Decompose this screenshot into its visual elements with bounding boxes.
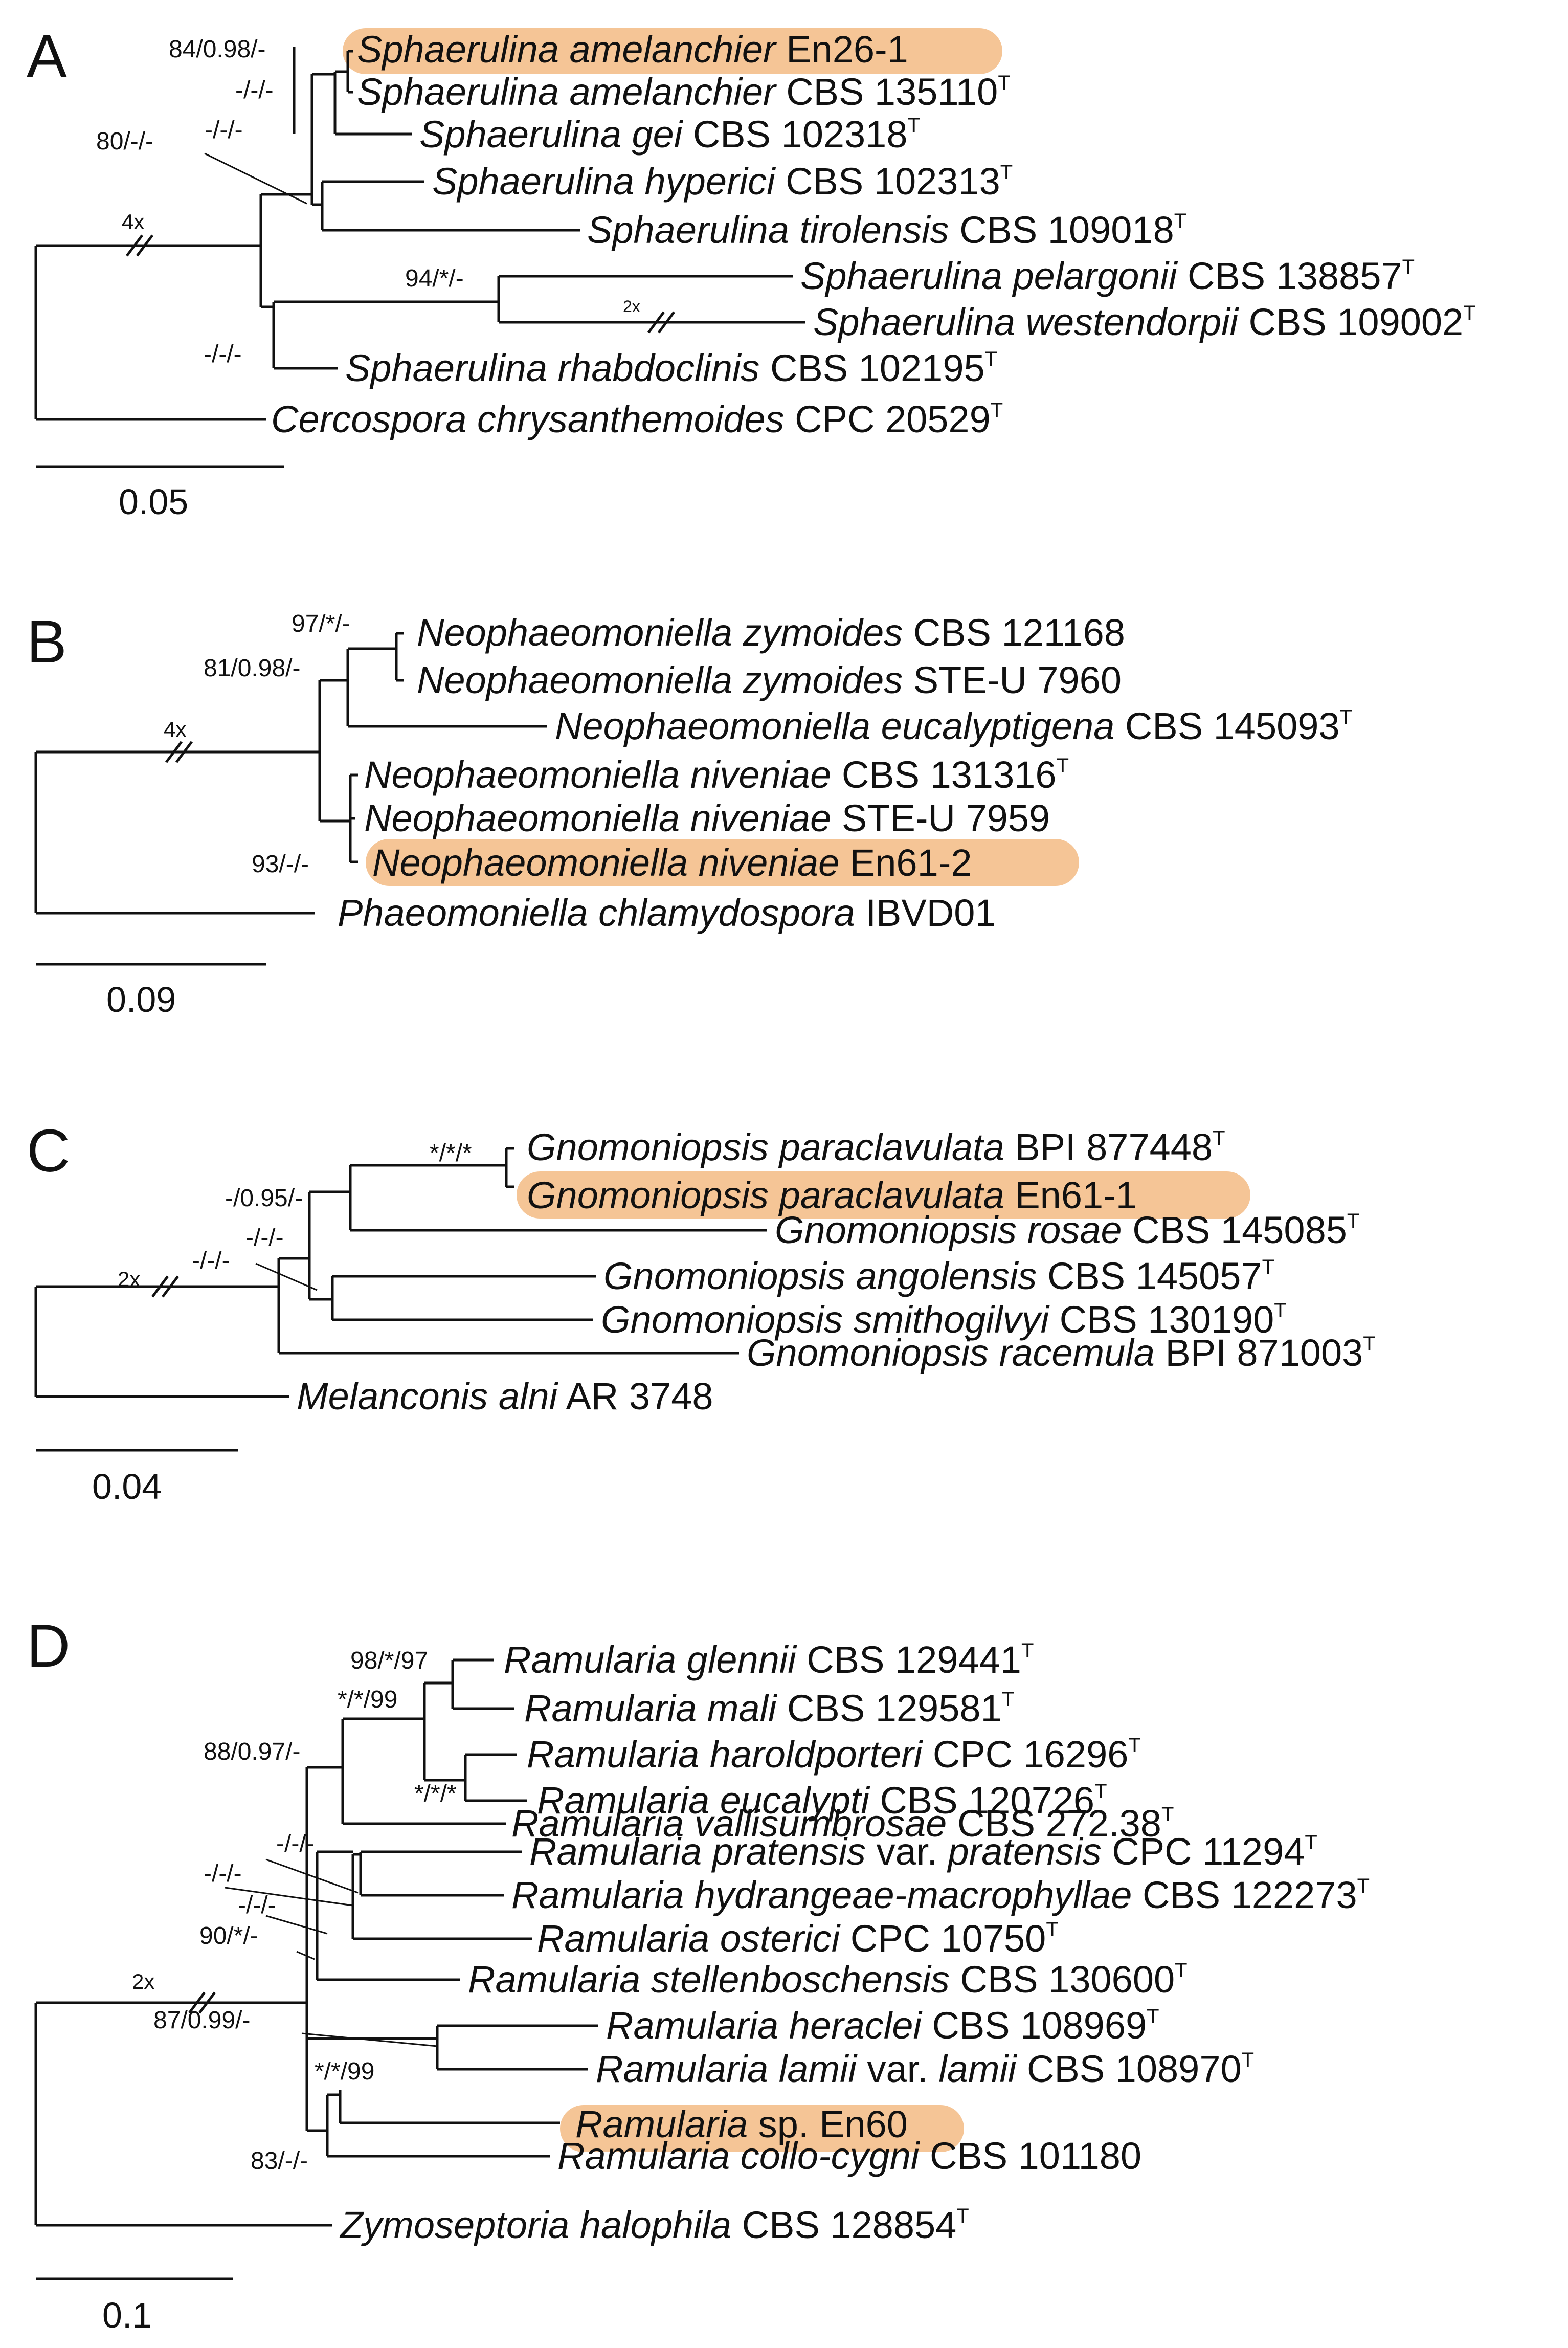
taxon-label: Ramularia pratensis var. pratensis CPC 1… <box>529 1830 1317 1873</box>
support-value: -/-/- <box>204 1860 242 1887</box>
taxon-label: Ramularia haroldporteri CPC 16296T <box>527 1733 1141 1776</box>
support-value: 84/0.98/- <box>169 36 265 63</box>
panel-c: C * <box>27 1117 1376 1507</box>
highlight-box <box>517 1171 1250 1219</box>
support-value: -/-/- <box>245 1224 284 1251</box>
taxon-label: Ramularia eucalypti CBS 120726T <box>537 1779 1107 1822</box>
taxon-label: Ramularia lamii var. lamii CBS 108970T <box>596 2048 1254 2090</box>
taxon-label: Phaeomoniella chlamydospora IBVD01 <box>338 892 996 934</box>
support-value: */*/99 <box>315 2058 374 2085</box>
taxon-label: Ramularia heraclei CBS 108969T <box>606 2004 1159 2047</box>
taxon-label: Neophaeomoniella zymoides STE-U 7960 <box>417 659 1122 701</box>
taxon-label: Sphaerulina westendorpii CBS 109002T <box>813 301 1476 343</box>
taxon-label: Zymoseptoria halophila CBS 128854T <box>339 2204 969 2246</box>
taxon-label: Neophaeomoniella eucalyptigena CBS 14509… <box>555 705 1352 747</box>
panel-letter: B <box>27 608 67 676</box>
panel-letter: D <box>27 1612 70 1680</box>
taxon-label: Gnomoniopsis rosae CBS 145085T <box>775 1209 1359 1251</box>
tree-branches <box>34 632 547 915</box>
support-value: -/-/- <box>238 1892 276 1919</box>
taxon-label: Neophaeomoniella niveniae En61-2 <box>372 841 972 884</box>
panel-letter: C <box>27 1117 70 1185</box>
panel-d: D <box>27 1612 1370 2335</box>
taxon-label: Neophaeomoniella niveniae STE-U 7959 <box>364 797 1050 839</box>
taxon-label: Gnomoniopsis smithogilvyi CBS 130190T <box>601 1298 1287 1341</box>
taxon-label: Sphaerulina amelanchier En26-1 <box>357 28 908 71</box>
taxon-label: Ramularia collo-cygni CBS 101180 <box>557 2135 1141 2177</box>
support-value: -/-/- <box>205 117 243 144</box>
taxon-label: Ramularia vallisumbrosae CBS 272.38T <box>511 1802 1174 1845</box>
highlight-box <box>560 2105 964 2152</box>
panel-a: A <box>27 23 1476 522</box>
branch-break-label: 2x <box>623 297 640 316</box>
scale-label: 0.1 <box>102 2295 152 2335</box>
support-value: 87/0.99/- <box>153 2007 250 2034</box>
support-value: 81/0.98/- <box>204 655 300 682</box>
support-value: 88/0.97/- <box>204 1738 300 1765</box>
branch-break-label: 2x <box>132 1969 154 1993</box>
support-value: -/-/- <box>192 1247 230 1274</box>
support-value: 80/-/- <box>96 128 153 155</box>
scale-label: 0.04 <box>92 1467 162 1507</box>
support-value: 98/*/97 <box>350 1647 428 1674</box>
taxon-label: Ramularia stellenboschensis CBS 130600T <box>468 1958 1188 2001</box>
taxon-label: Sphaerulina rhabdoclinis CBS 102195T <box>345 347 997 389</box>
highlight-box <box>366 839 1079 886</box>
branch-break-label: 2x <box>118 1267 140 1291</box>
support-value: 97/*/- <box>292 610 350 637</box>
highlight-box <box>343 28 1002 74</box>
taxon-label: Sphaerulina amelanchier CBS 135110T <box>357 71 1011 113</box>
scale-label: 0.05 <box>119 482 188 522</box>
support-value: 94/*/- <box>405 265 464 292</box>
taxon-label: Sphaerulina hyperici CBS 102313T <box>432 160 1013 203</box>
panel-b: B 97/*/- 81/0.98/- 93/- <box>27 608 1352 1020</box>
support-value: 90/*/- <box>199 1922 258 1950</box>
support-value: 83/-/- <box>251 2147 308 2175</box>
branch-break-label: 4x <box>164 717 186 741</box>
taxon-label: Sphaerulina pelargonii CBS 138857T <box>800 255 1415 297</box>
tree-branches <box>34 1658 598 2227</box>
taxon-label: Gnomoniopsis paraclavulata BPI 877448T <box>527 1126 1225 1168</box>
panel-letter: A <box>27 23 67 90</box>
taxon-label: Cercospora chrysanthemoides CPC 20529T <box>271 398 1003 440</box>
taxon-label: Gnomoniopsis racemula BPI 871003T <box>747 1332 1376 1374</box>
taxon-label: Neophaeomoniella zymoides CBS 121168 <box>417 611 1125 654</box>
taxon-label: Ramularia hydrangeae-macrophyllae CBS 12… <box>511 1874 1370 1916</box>
support-value: -/0.95/- <box>225 1185 303 1212</box>
taxon-label: Ramularia osterici CPC 10750T <box>537 1917 1059 1960</box>
taxon-label: Ramularia mali CBS 129581T <box>524 1687 1014 1730</box>
taxon-label: Gnomoniopsis angolensis CBS 145057T <box>603 1255 1274 1297</box>
support-value: -/-/- <box>235 77 274 104</box>
support-value: */*/* <box>414 1780 457 1807</box>
taxon-label: Sphaerulina tirolensis CBS 109018T <box>587 209 1186 251</box>
branch-break-label: 4x <box>122 210 144 234</box>
tree-branches <box>34 47 805 421</box>
taxon-label: Gnomoniopsis paraclavulata En61-1 <box>527 1174 1137 1216</box>
taxon-label: Ramularia glennii CBS 129441T <box>504 1638 1034 1681</box>
taxon-label: Neophaeomoniella niveniae CBS 131316T <box>364 754 1069 796</box>
tree-branches <box>34 1147 767 1398</box>
support-value: 93/-/- <box>252 851 309 878</box>
support-value: -/-/- <box>276 1830 315 1857</box>
support-value: */*/* <box>430 1140 472 1167</box>
support-value: */*/99 <box>338 1686 397 1713</box>
taxon-label: Sphaerulina gei CBS 102318T <box>419 113 920 156</box>
taxon-label: Melanconis alni AR 3748 <box>297 1375 713 1417</box>
taxon-label: Ramularia sp. En60 <box>575 2103 908 2145</box>
scale-label: 0.09 <box>106 980 176 1020</box>
support-value: -/-/- <box>204 341 242 368</box>
